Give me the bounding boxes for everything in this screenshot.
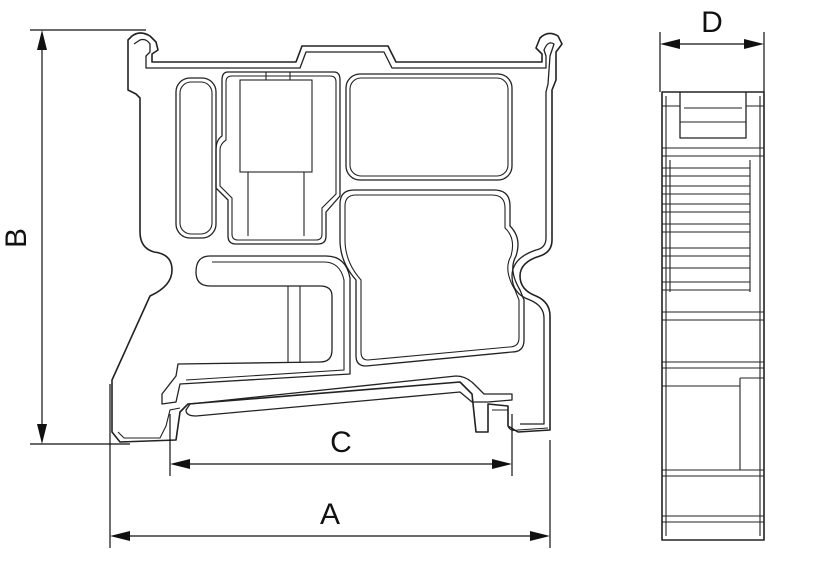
front-outline [111,32,563,443]
clamping-tongue [185,375,513,417]
dim-b-arrow-bottom [37,424,47,444]
dimension-C: C [169,414,513,476]
dim-b-arrow-top [37,30,47,50]
dim-d-label: D [701,6,723,39]
dim-a-arrow-right [530,531,550,541]
right-lower-pocket-inner [344,194,520,361]
dim-c-arrow-right [492,459,512,469]
dim-c-label: C [330,426,352,459]
right-foot-detail [492,409,549,432]
side-top-notch-inner [680,107,746,123]
right-top-pocket-inner [349,77,509,177]
right-top-pocket [345,73,513,181]
dimension-B: B [0,29,146,445]
dimension-D: D [659,6,765,92]
side-view [661,91,765,541]
dim-b-label: B [0,228,33,248]
front-inner-outline [133,38,555,425]
right-lower-pocket [339,189,525,367]
dimension-A: A [109,384,551,548]
dim-c-arrow-left [170,459,190,469]
dim-d-arrow-right [744,39,764,49]
dim-a-label: A [320,498,340,531]
left-foot-detail [117,407,181,439]
center-pocket-inner [219,75,337,241]
side-top-notch [679,92,747,139]
hook-channel-inner [185,261,345,381]
side-outline [661,91,765,541]
side-ribs [662,160,751,292]
front-view [111,32,563,443]
left-slot-inner [179,81,213,235]
hook-channel [161,255,351,405]
center-pocket [215,71,341,245]
dim-a-arrow-left [110,531,130,541]
dim-d-arrow-left [660,39,680,49]
